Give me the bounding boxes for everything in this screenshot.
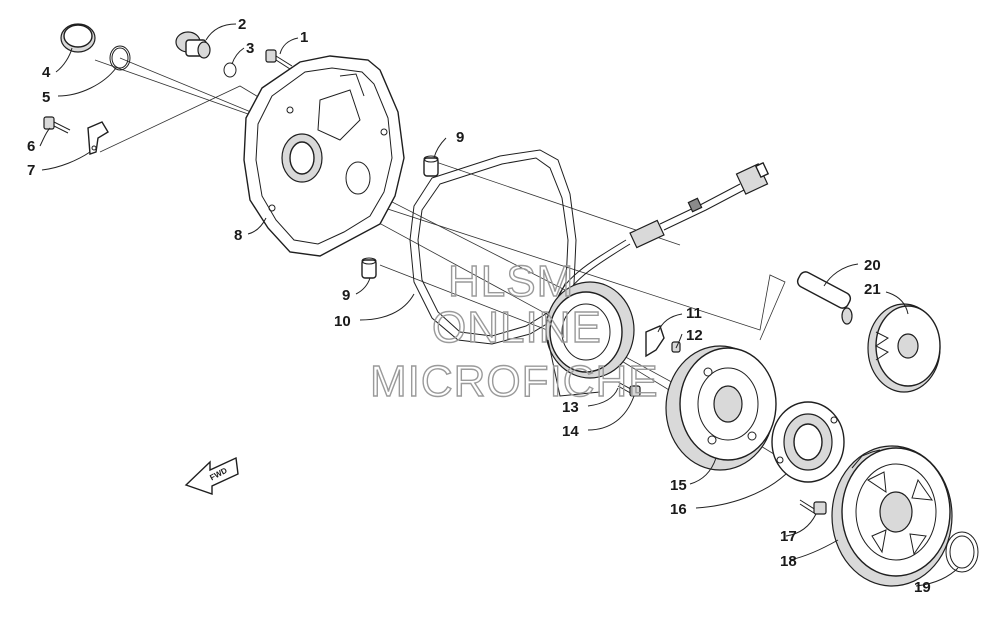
watermark-line-2: ONLINE [432,303,602,352]
callout-10: 10 [334,313,351,330]
part-19-washer [945,531,979,573]
part-4-cap-plug [60,23,96,53]
callout-20: 20 [864,257,881,274]
callout-13: 13 [562,399,579,416]
part-10-gasket [409,149,577,345]
part-17-bolt [799,499,827,515]
part-5-o-ring [109,45,131,71]
callout-14: 14 [562,423,579,440]
callout-2: 2 [238,16,246,33]
part-11-clamp [645,325,665,358]
part-9-dowel-pin-upper [423,155,439,177]
callout-16: 16 [670,501,687,518]
watermark-line-3: MICROFICHE [370,357,659,406]
part-2-plug [175,31,211,59]
part-1-bolt [265,49,293,70]
callout-9-upper: 9 [456,129,464,146]
callout-5: 5 [42,89,50,106]
part-15-flywheel [665,345,777,471]
stator-coil [545,281,635,397]
callout-4: 4 [42,64,51,81]
callout-19: 19 [914,579,931,596]
part-20-shaft [796,271,853,325]
callout-numbers: 1 2 3 4 5 6 7 8 9 9 10 11 12 13 14 15 16… [27,16,931,596]
forward-direction-arrow: FWD [184,456,239,495]
part-7-bracket [87,121,109,155]
callout-15: 15 [670,477,687,494]
callout-8: 8 [234,227,242,244]
callout-21: 21 [864,281,881,298]
part-14-screw [617,381,641,397]
part-8-cover-housing [243,55,405,257]
callout-3: 3 [246,40,254,57]
callout-1: 1 [300,29,308,46]
watermark-line-1: HLSM [448,257,574,306]
watermark: HLSM ONLINE MICROFICHE [369,256,659,406]
part-16-starter-clutch [771,401,845,483]
callout-9-lower: 9 [342,287,350,304]
part-21-idler-gear [867,303,941,393]
callout-12: 12 [686,327,703,344]
part-3-o-ring [223,62,237,78]
callout-18: 18 [780,553,797,570]
callout-7: 7 [27,162,35,179]
part-9-dowel-pin-lower [361,257,377,279]
callout-11: 11 [686,305,702,322]
callout-leaders [39,23,959,587]
callout-6: 6 [27,138,35,155]
callout-17: 17 [780,528,797,545]
part-18-driven-gear [831,445,953,587]
